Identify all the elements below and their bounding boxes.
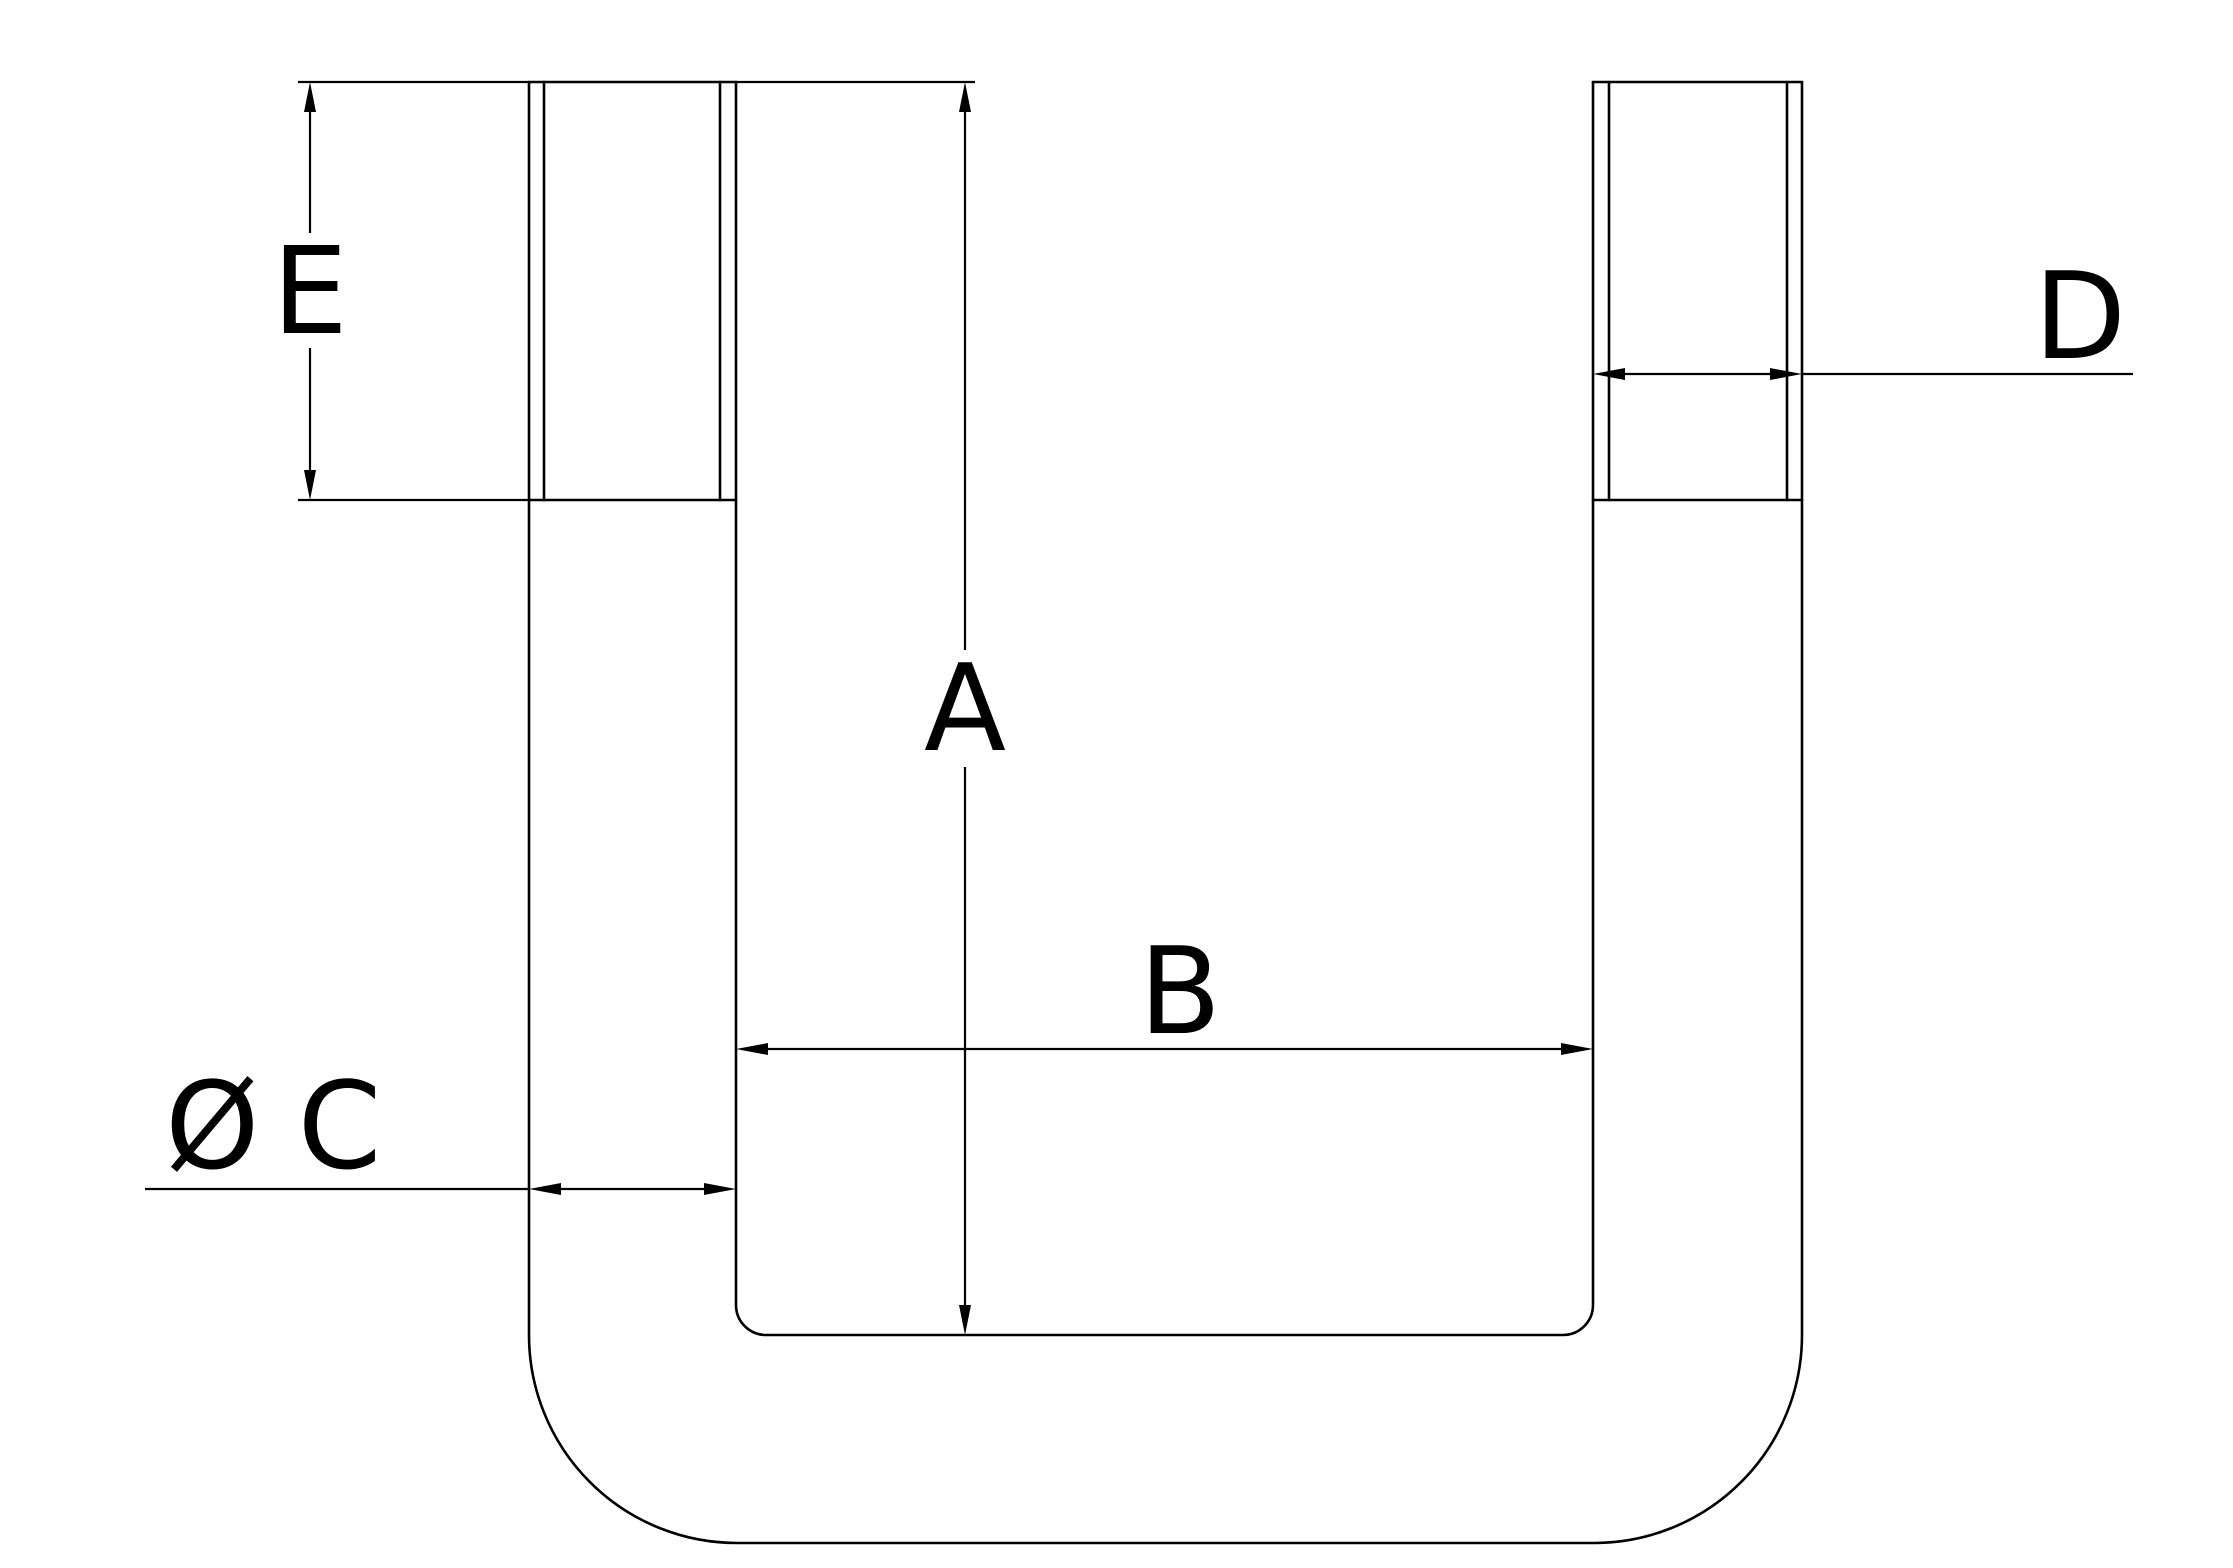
dimension-a-label: A (924, 640, 1006, 779)
inner-contour (734, 80, 1595, 1337)
dimension-b: B (736, 923, 1593, 1062)
outer-contour (527, 80, 1804, 1545)
dimension-e-label: E (272, 223, 348, 362)
dimension-d-label: D (2034, 248, 2126, 387)
left-thread (527, 80, 738, 502)
dimension-b-label: B (1139, 923, 1221, 1062)
dimension-a: A (736, 80, 1006, 1335)
dimension-d: D (1593, 248, 2133, 387)
dimension-c: Ø C (145, 1058, 736, 1197)
right-thread (1591, 80, 1804, 502)
u-bolt-body (527, 80, 1804, 1545)
dimension-c-label: Ø C (165, 1058, 381, 1197)
dimension-e: E (272, 80, 529, 502)
